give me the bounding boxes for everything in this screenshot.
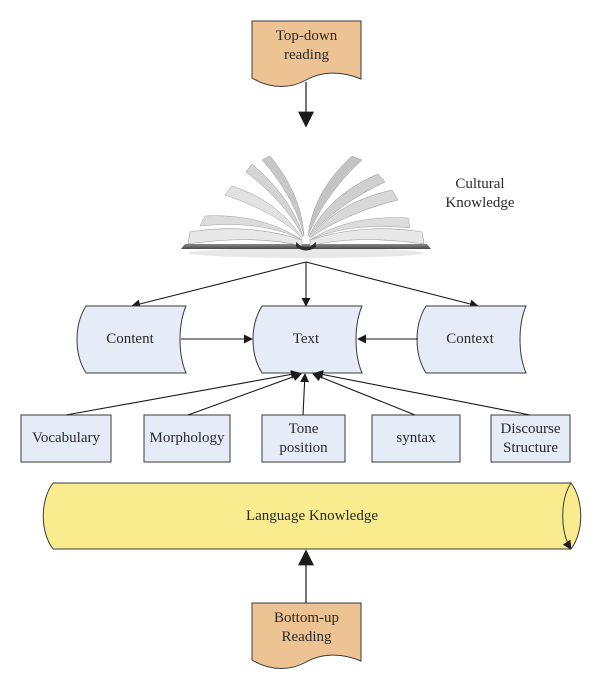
cultural-knowledge-label: Cultural Knowledge	[430, 172, 530, 216]
edge-book-to-context	[305, 261, 479, 309]
syntax-label: syntax	[372, 415, 460, 462]
tone-position-box	[261, 414, 346, 463]
discourse-structure-label: Discourse Structure	[491, 415, 570, 462]
bottom-up-reading-label: Bottom-up Reading	[252, 606, 361, 650]
content-node	[76, 305, 187, 374]
label-line: Vocabulary	[31, 430, 101, 446]
stored-data-shape	[416, 305, 527, 374]
top-down-reading-node	[251, 20, 362, 87]
label-line: Cultural	[455, 176, 505, 192]
cylinder-end-ellipse	[562, 482, 572, 550]
morphology-label: Morphology	[144, 415, 230, 462]
language-knowledge-cylinder	[42, 482, 582, 550]
edge-syntax-to-text	[312, 372, 416, 416]
edge-morphology-to-text	[187, 372, 302, 416]
label-line: position	[279, 439, 328, 456]
edge-book-to-content	[131, 261, 307, 309]
label-line: syntax	[396, 430, 436, 446]
language-knowledge-label: Language Knowledge	[245, 507, 379, 524]
morphology-box	[143, 414, 231, 463]
edge-tone-position-to-text	[300, 373, 310, 416]
stored-data-shape	[252, 305, 363, 374]
label-line: Tone	[288, 420, 319, 437]
bottom-up-reading-node	[251, 602, 362, 669]
label-line: Morphology	[149, 430, 225, 446]
discourse-structure-box	[490, 414, 571, 463]
context-label: Context	[446, 331, 494, 347]
text-label: Text	[292, 331, 320, 347]
edge-discourse-structure-to-text	[314, 370, 531, 416]
stored-data-shape	[76, 305, 187, 374]
label-line: Knowledge	[445, 195, 515, 211]
label-line: Top-down	[275, 28, 338, 44]
content-label: Content	[106, 331, 154, 347]
syntax-box	[371, 414, 461, 463]
label-line: Discourse	[500, 420, 561, 437]
open-book-icon	[181, 155, 431, 258]
label-line: Bottom-up	[273, 610, 339, 626]
text-node	[252, 305, 363, 374]
document-shape	[251, 20, 362, 87]
vocabulary-box	[20, 414, 112, 463]
label-line: Structure	[503, 439, 558, 456]
context-node	[416, 305, 527, 374]
top-down-reading-label: Top-down reading	[252, 24, 361, 68]
tone-position-label: Tone position	[262, 415, 345, 462]
edge-vocabulary-to-text	[65, 370, 300, 416]
document-shape	[251, 602, 362, 669]
vocabulary-label: Vocabulary	[21, 415, 111, 462]
label-line: reading	[284, 47, 329, 63]
label-line: Reading	[281, 629, 332, 645]
